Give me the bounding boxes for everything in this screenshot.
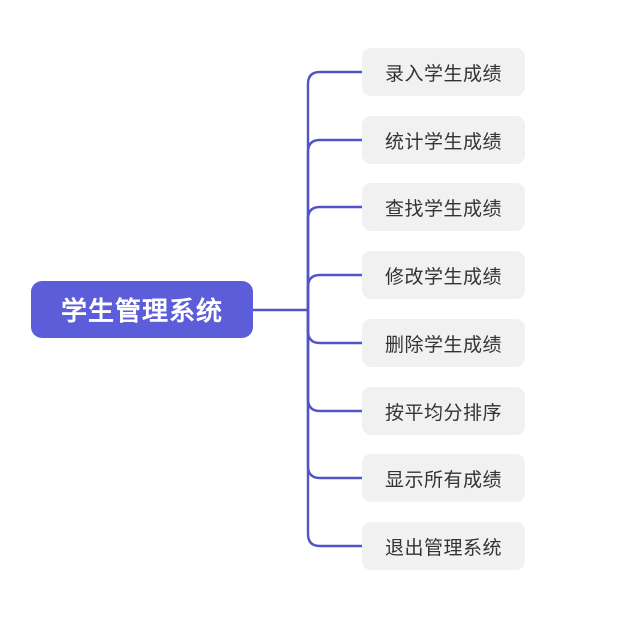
child-node-label: 录入学生成绩	[384, 63, 502, 85]
root-node-label: 学生管理系统	[60, 296, 223, 326]
child-node-label: 退出管理系统	[384, 537, 502, 559]
child-node-label: 查找学生成绩	[384, 198, 502, 220]
child-node[interactable]: 修改学生成绩	[362, 251, 525, 299]
child-node[interactable]: 录入学生成绩	[362, 48, 525, 96]
root-node[interactable]: 学生管理系统	[31, 281, 253, 338]
child-node-label: 按平均分排序	[384, 402, 502, 424]
child-node[interactable]: 显示所有成绩	[362, 454, 525, 502]
child-node[interactable]: 统计学生成绩	[362, 116, 525, 164]
child-node-label: 统计学生成绩	[384, 131, 502, 153]
child-node-label: 修改学生成绩	[384, 266, 502, 288]
child-node[interactable]: 按平均分排序	[362, 387, 525, 435]
child-node[interactable]: 查找学生成绩	[362, 183, 525, 231]
child-node-label: 显示所有成绩	[384, 469, 502, 491]
child-node[interactable]: 退出管理系统	[362, 522, 525, 570]
child-node-label: 删除学生成绩	[384, 334, 502, 356]
child-node[interactable]: 删除学生成绩	[362, 319, 525, 367]
